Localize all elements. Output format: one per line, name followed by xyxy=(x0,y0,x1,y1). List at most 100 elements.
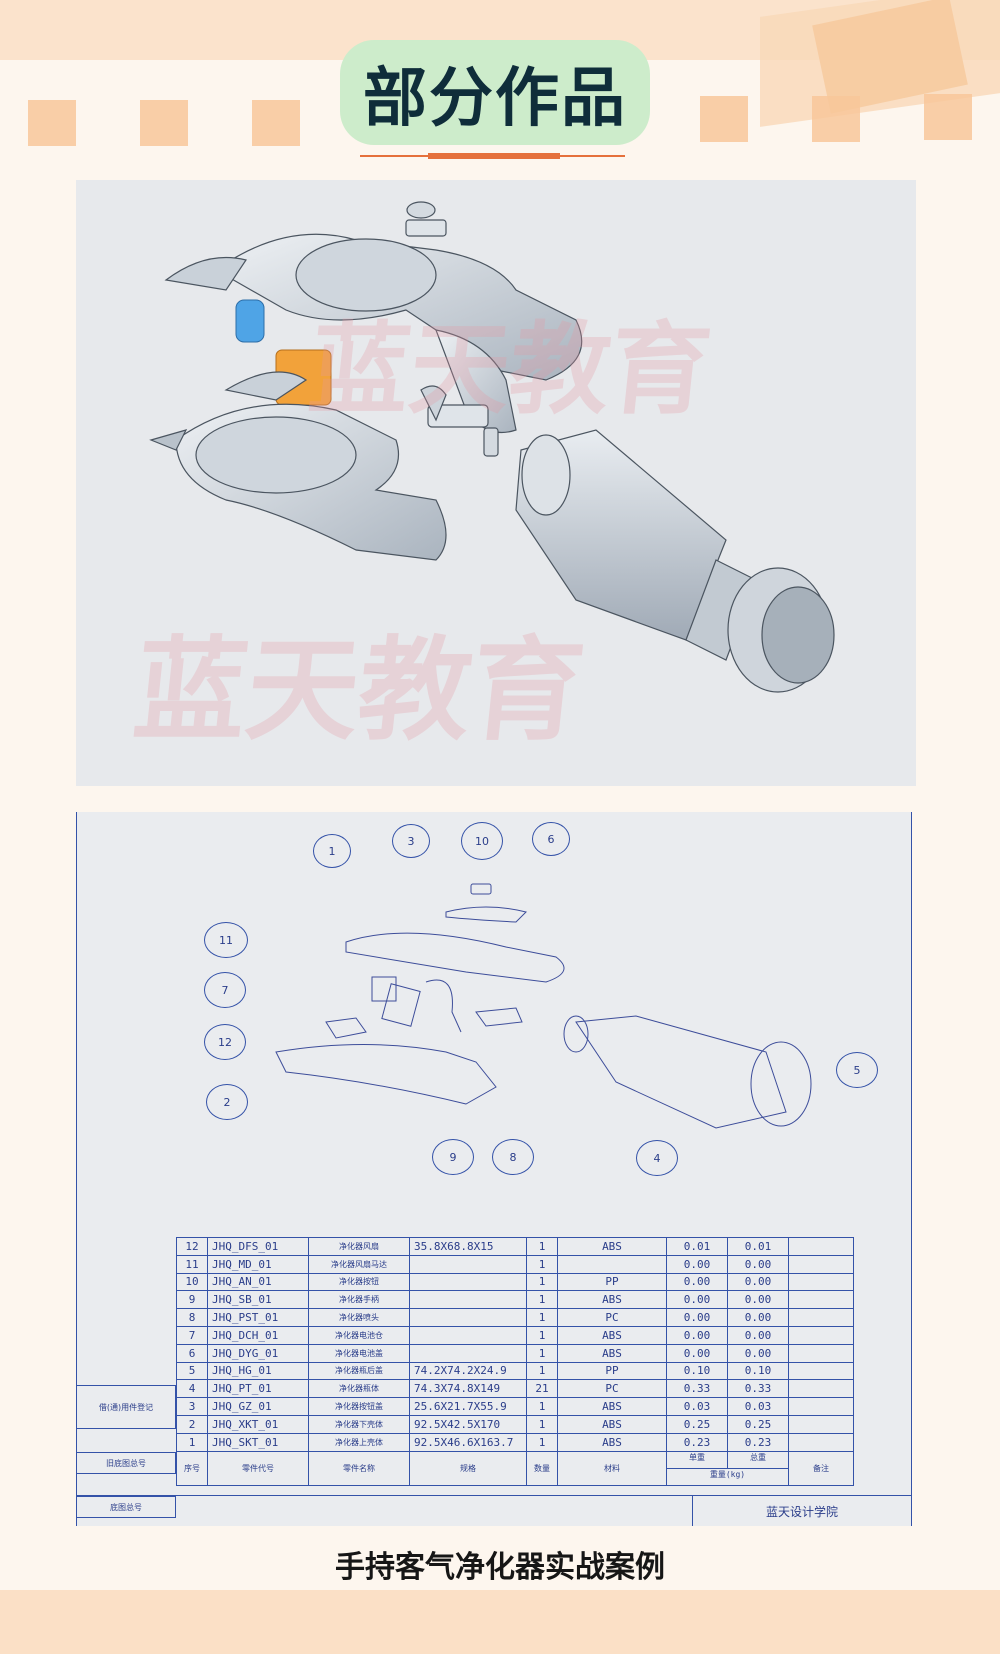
side-label-drawing-no: 底图总号 xyxy=(76,1496,176,1518)
nozzle xyxy=(420,385,499,457)
bom-cell: ABS xyxy=(557,1343,667,1363)
bom-cell: 0.00 xyxy=(666,1290,728,1310)
bom-cell: 净化器电池仓 xyxy=(308,1325,410,1345)
bom-cell xyxy=(409,1343,527,1363)
bom-cell: 1 xyxy=(176,1432,208,1452)
bom-cell: 92.5X46.6X163.7 xyxy=(409,1432,527,1452)
bom-cell xyxy=(788,1325,854,1345)
drawing-border-right xyxy=(910,812,912,1526)
bom-header: 规格 xyxy=(409,1450,527,1486)
bom-cell: 0.00 xyxy=(666,1272,728,1292)
bom-cell: 0.00 xyxy=(666,1254,728,1274)
bom-cell: 1 xyxy=(526,1254,558,1274)
bom-cell: JHQ_DYG_01 xyxy=(207,1343,309,1363)
bom-cell: ABS xyxy=(557,1397,667,1416)
bom-cell: 净化器风扇 xyxy=(308,1237,410,1256)
bom-header: 总重 xyxy=(750,1452,766,1462)
bom-cell: 1 xyxy=(526,1325,558,1345)
bom-header-row: 序号 零件代号 零件名称 规格 数量 材料 单重 总重 重量(kg) 备注 xyxy=(176,1450,854,1486)
bom-cell: 1 xyxy=(526,1237,558,1256)
drawing-border-left xyxy=(76,812,78,1526)
bom-cell xyxy=(788,1290,854,1310)
balloon-11: 11 xyxy=(204,922,248,958)
bom-header: 序号 xyxy=(176,1450,208,1486)
balloon-3: 3 xyxy=(392,824,430,858)
bom-cell: 1 xyxy=(526,1361,558,1381)
bom-cell: 9 xyxy=(176,1290,208,1310)
bom-cell: JHQ_GZ_01 xyxy=(207,1397,309,1416)
bom-cell: JHQ_DFS_01 xyxy=(207,1237,309,1256)
bom-header: 重量(kg) xyxy=(709,1469,746,1479)
decor-square xyxy=(700,96,748,142)
bom-cell: 0.10 xyxy=(666,1361,728,1381)
bom-cell: ABS xyxy=(557,1325,667,1345)
bom-cell: JHQ_HG_01 xyxy=(207,1361,309,1381)
bom-cell: 净化器瓶后盖 xyxy=(308,1361,410,1381)
upper-shell xyxy=(164,201,583,434)
bom-cell xyxy=(788,1237,854,1256)
bom-cell: 0.00 xyxy=(727,1325,789,1345)
decor-square xyxy=(924,94,972,140)
bom-cell: JHQ_PT_01 xyxy=(207,1379,309,1399)
bom-header: 材料 xyxy=(557,1450,667,1486)
side-label-borrowed: 借(通)用件登记 xyxy=(76,1385,176,1429)
bom-cell: PP xyxy=(557,1272,667,1292)
exploded-3d-render xyxy=(149,201,835,693)
bom-cell: 74.2X74.2X24.9 xyxy=(409,1361,527,1381)
bom-cell: 0.00 xyxy=(727,1308,789,1327)
bom-cell: 1 xyxy=(526,1343,558,1363)
bom-cell: 净化器喷头 xyxy=(308,1308,410,1327)
bom-cell: 净化器电池盖 xyxy=(308,1343,410,1363)
bom-cell: 6 xyxy=(176,1343,208,1363)
exploded-line-drawing xyxy=(275,883,812,1129)
bom-cell: 0.00 xyxy=(666,1343,728,1363)
balloon-12: 12 xyxy=(204,1024,246,1060)
bom-cell: 2 xyxy=(176,1414,208,1434)
decor-square xyxy=(140,100,188,146)
bom-cell: 10 xyxy=(176,1272,208,1292)
bom-cell: PP xyxy=(557,1361,667,1381)
bottle xyxy=(515,429,835,693)
bom-cell: 12 xyxy=(176,1237,208,1256)
bom-cell: 0.00 xyxy=(666,1308,728,1327)
balloon-8: 8 xyxy=(492,1139,534,1175)
bom-cell: 4 xyxy=(176,1379,208,1399)
school-name: 蓝天设计学院 xyxy=(692,1495,912,1526)
balloon-2: 2 xyxy=(206,1084,248,1120)
bom-cell: 0.00 xyxy=(727,1254,789,1274)
bom-cell xyxy=(409,1325,527,1345)
bom-cell: 0.23 xyxy=(727,1432,789,1452)
bom-cell xyxy=(409,1290,527,1310)
bom-cell: 0.00 xyxy=(727,1343,789,1363)
bom-header-weight: 单重 总重 重量(kg) xyxy=(666,1450,789,1486)
bom-cell xyxy=(788,1343,854,1363)
bottom-band xyxy=(0,1590,1000,1654)
bom-cell: 0.00 xyxy=(666,1325,728,1345)
bom-cell: JHQ_SKT_01 xyxy=(207,1432,309,1452)
balloon-7: 7 xyxy=(204,972,246,1008)
bom-cell xyxy=(788,1308,854,1327)
watermark: 蓝天教育 xyxy=(303,311,717,428)
bom-cell: 21 xyxy=(526,1379,558,1399)
bom-cell: JHQ_AN_01 xyxy=(207,1272,309,1292)
bom-cell xyxy=(788,1432,854,1452)
bom-cell: 0.01 xyxy=(666,1237,728,1256)
bom-cell: 1 xyxy=(526,1272,558,1292)
bom-cell: 净化器按钮盖 xyxy=(308,1397,410,1416)
bom-cell xyxy=(409,1308,527,1327)
bom-cell: 1 xyxy=(526,1414,558,1434)
watermark: 蓝天教育 xyxy=(128,626,590,756)
bom-cell: 1 xyxy=(526,1397,558,1416)
balloon-6: 6 xyxy=(532,822,570,856)
bom-cell: 净化器手柄 xyxy=(308,1290,410,1310)
bom-cell xyxy=(409,1272,527,1292)
bom-cell: 0.00 xyxy=(727,1272,789,1292)
